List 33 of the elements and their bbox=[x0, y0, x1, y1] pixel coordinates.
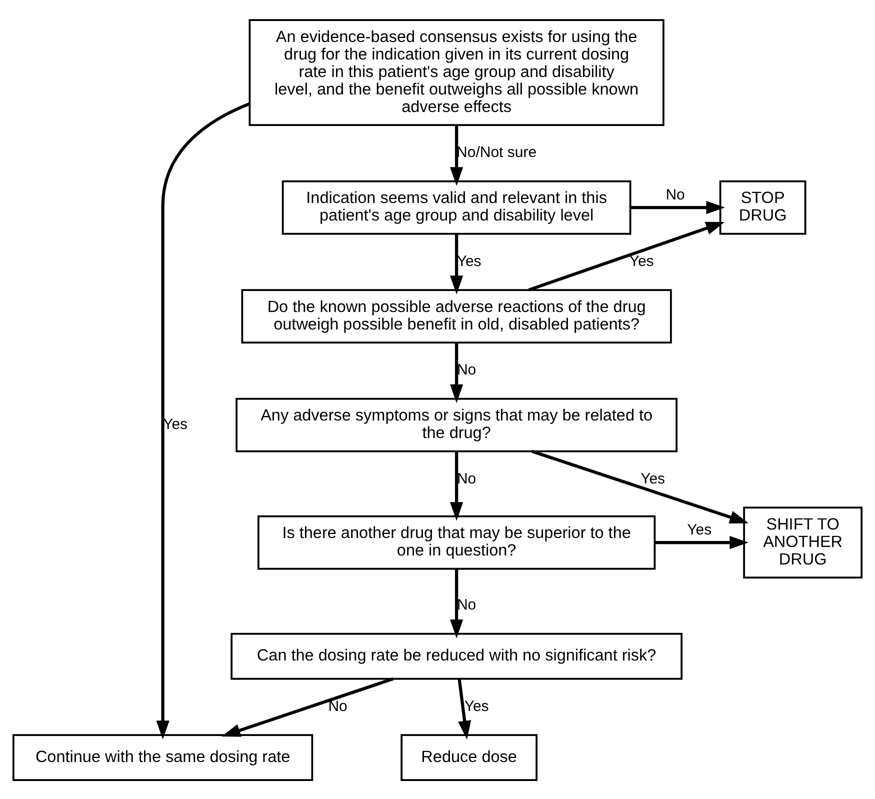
node-box: STOP DRUG bbox=[719, 180, 806, 234]
node-box: An evidence-based consensus exists for using the drug for the indication given in its current dosing rate in this patient's age group and disability level, and the benefit outweighs all possible known adverse effects bbox=[248, 18, 664, 126]
arrow bbox=[450, 568, 464, 638]
node-box: Do the known possible adverse reactions of the drug outweigh possible benefit in old, disabled patients? bbox=[241, 288, 672, 343]
arrow bbox=[222, 676, 394, 736]
edge-label: No bbox=[666, 186, 685, 203]
arrow bbox=[458, 678, 472, 740]
edge-label: Yes bbox=[687, 521, 712, 538]
node-box: Reduce dose bbox=[400, 734, 538, 780]
edge-label: No bbox=[456, 361, 476, 378]
node-box: SHIFT TO ANOTHER DRUG bbox=[743, 506, 862, 578]
edge-label: No bbox=[456, 470, 476, 487]
arrow bbox=[654, 535, 748, 549]
arrow bbox=[528, 221, 725, 291]
arrow bbox=[450, 233, 464, 294]
edge-label: Yes bbox=[629, 252, 654, 270]
arrow bbox=[532, 449, 749, 524]
edge-label: Yes bbox=[640, 470, 666, 487]
arrow bbox=[450, 451, 464, 520]
arrow bbox=[450, 124, 464, 186]
node-box: Indication seems valid and relevant in this patient's age group and disability level bbox=[282, 180, 632, 234]
edge-label: No bbox=[456, 596, 476, 613]
node-box: Can the dosing rate be reduced with no significant risk? bbox=[230, 632, 682, 680]
arrow bbox=[630, 200, 726, 214]
node-box: Continue with the same dosing rate bbox=[12, 734, 314, 780]
edge-label: Yes bbox=[456, 252, 482, 270]
edge-label: No/Not sure bbox=[456, 144, 537, 160]
node-box: Is there another drug that may be superior to the one in question? bbox=[258, 514, 656, 570]
arrow bbox=[450, 342, 464, 403]
node-box: Any adverse symptoms or signs that may be related to the drug? bbox=[236, 397, 678, 452]
edge-label: No bbox=[328, 697, 348, 714]
edge-label: Yes bbox=[464, 697, 489, 714]
arrow bbox=[156, 102, 250, 739]
